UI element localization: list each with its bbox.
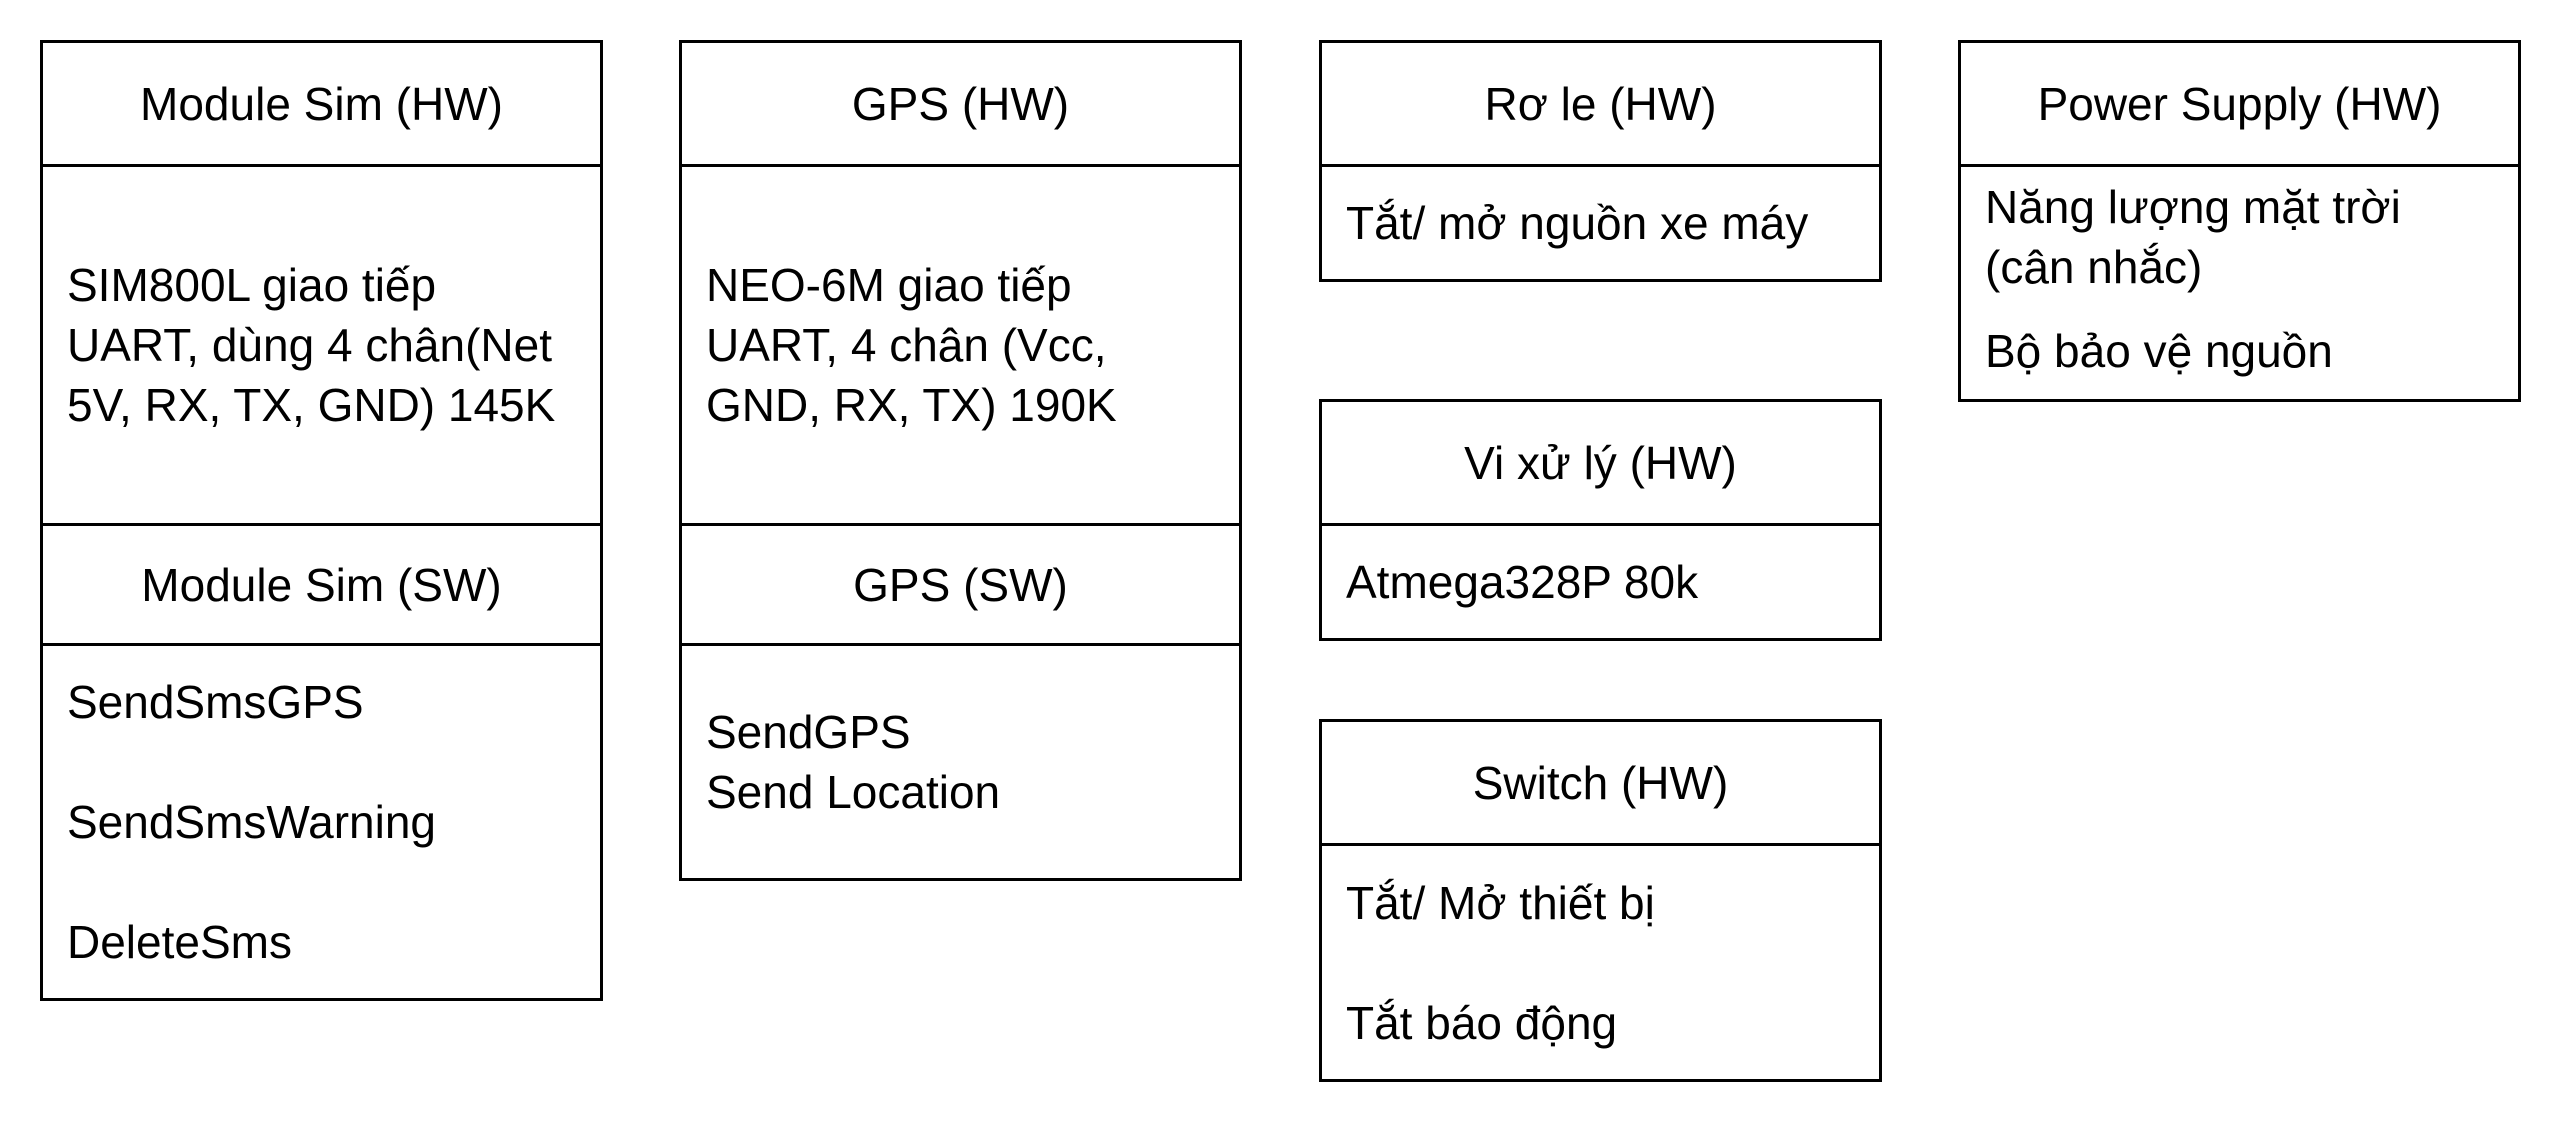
vi-xu-ly-hw-header: Vi xử lý (HW): [1322, 402, 1879, 523]
gps-sw-body: SendGPS Send Location: [682, 643, 1239, 878]
gps-sw-function: Send Location: [706, 766, 1001, 818]
switch-hw-title: Switch (HW): [1472, 756, 1729, 809]
gps-hw-title: GPS (HW): [851, 77, 1070, 130]
switch-hw-body: Tắt/ Mở thiết bị Tắt báo động: [1322, 843, 1879, 1079]
gps-hw-line: UART, 4 chân (Vcc,: [706, 319, 1107, 371]
power-supply-hw-header: Power Supply (HW): [1961, 43, 2518, 164]
gps-hw-body: NEO-6M giao tiếp UART, 4 chân (Vcc, GND,…: [682, 164, 1239, 523]
module-sim-sw-function: SendSmsGPS: [67, 676, 364, 728]
switch-hw-line: Tắt/ Mở thiết bị: [1346, 876, 1655, 929]
ro-le-hw-line: Tắt/ mở nguồn xe máy: [1346, 197, 1809, 249]
module-sim-hw-header: Module Sim (HW): [43, 43, 600, 164]
switch-hw-line: Tắt báo động: [1346, 996, 1618, 1049]
ro-le-hw-body: Tắt/ mở nguồn xe máy: [1322, 164, 1879, 279]
switch-hw-header: Switch (HW): [1322, 722, 1879, 843]
module-sim-sw-body: SendSmsGPS SendSmsWarning DeleteSms: [43, 643, 600, 998]
vi-xu-ly-block: Vi xử lý (HW) Atmega328P 80k: [1319, 399, 1882, 641]
power-supply-hw-title: Power Supply (HW): [2037, 77, 2442, 130]
gps-block: GPS (HW) NEO-6M giao tiếp UART, 4 chân (…: [679, 40, 1242, 881]
module-sim-hw-title: Module Sim (HW): [140, 77, 503, 130]
module-sim-sw-function: DeleteSms: [67, 916, 292, 968]
gps-hw-line: NEO-6M giao tiếp: [706, 259, 1072, 311]
module-sim-hw-body: SIM800L giao tiếp UART, dùng 4 chân(Net …: [43, 164, 600, 523]
vi-xu-ly-hw-title: Vi xử lý (HW): [1464, 436, 1737, 489]
module-sim-sw-function: SendSmsWarning: [67, 796, 437, 848]
power-supply-hw-body: Năng lượng mặt trời (cân nhắc) Bộ bảo vệ…: [1961, 164, 2518, 399]
gps-sw-header: GPS (SW): [682, 523, 1239, 643]
ro-le-block: Rơ le (HW) Tắt/ mở nguồn xe máy: [1319, 40, 1882, 282]
power-supply-hw-line: Bộ bảo vệ nguồn: [1985, 325, 2333, 377]
gps-sw-function: SendGPS: [706, 706, 911, 758]
gps-hw-line: GND, RX, TX) 190K: [706, 379, 1117, 431]
power-supply-hw-line: Năng lượng mặt trời: [1985, 181, 2401, 233]
ro-le-hw-title: Rơ le (HW): [1484, 77, 1717, 130]
power-supply-hw-line: (cân nhắc): [1985, 241, 2203, 293]
module-sim-sw-header: Module Sim (SW): [43, 523, 600, 643]
vi-xu-ly-hw-line: Atmega328P 80k: [1346, 556, 1699, 608]
module-sim-hw-line: SIM800L giao tiếp: [67, 259, 437, 311]
module-sim-sw-title: Module Sim (SW): [141, 558, 502, 611]
power-supply-block: Power Supply (HW) Năng lượng mặt trời (c…: [1958, 40, 2521, 402]
module-sim-hw-line: UART, dùng 4 chân(Net: [67, 319, 552, 371]
ro-le-hw-header: Rơ le (HW): [1322, 43, 1879, 164]
module-sim-hw-line: 5V, RX, TX, GND) 145K: [67, 379, 556, 431]
module-sim-block: Module Sim (HW) SIM800L giao tiếp UART, …: [40, 40, 603, 1001]
gps-sw-title: GPS (SW): [853, 558, 1068, 611]
switch-block: Switch (HW) Tắt/ Mở thiết bị Tắt báo độn…: [1319, 719, 1882, 1082]
gps-hw-header: GPS (HW): [682, 43, 1239, 164]
vi-xu-ly-hw-body: Atmega328P 80k: [1322, 523, 1879, 638]
